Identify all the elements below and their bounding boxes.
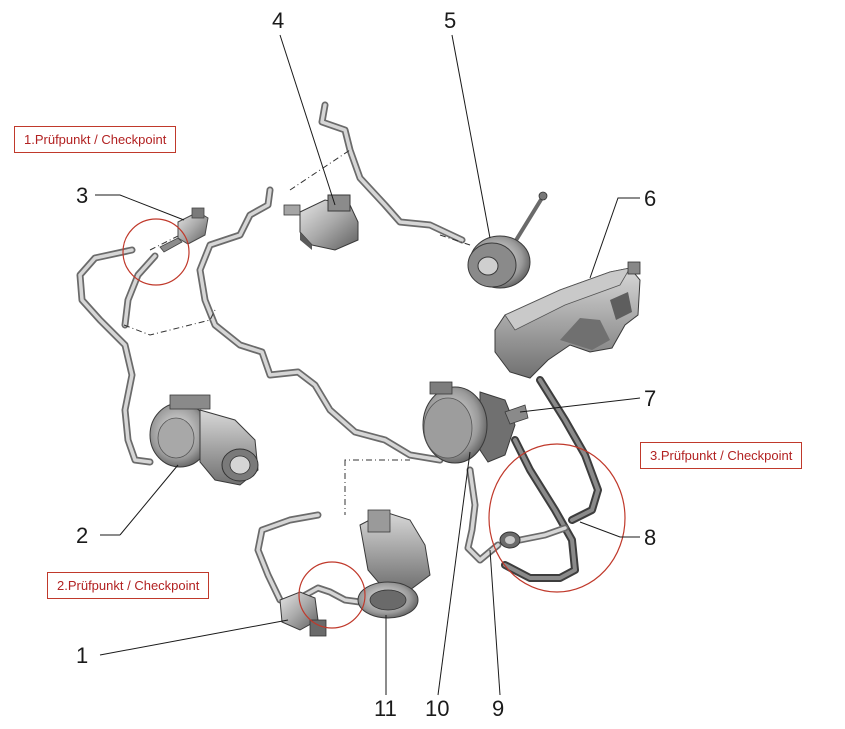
main-hose <box>196 186 444 464</box>
callout-2: 2 <box>76 523 89 548</box>
checkpoint-circle-1 <box>122 218 190 286</box>
leader-8 <box>579 521 640 538</box>
leader-7 <box>519 397 641 413</box>
vacuum-hoses <box>76 101 602 606</box>
part-8-fitting <box>499 531 521 549</box>
hose-3-to-2 <box>76 246 159 466</box>
part-10-pump <box>422 381 529 464</box>
part-5-vacuum-unit <box>467 191 548 289</box>
leader-4 <box>279 34 336 206</box>
hose-10-to-9 <box>464 466 502 564</box>
leader-lines <box>95 34 641 696</box>
leader-1 <box>99 619 289 656</box>
hose-4-to-5 <box>318 101 466 244</box>
callout-10: 10 <box>425 696 450 721</box>
callout-3: 3 <box>76 183 89 208</box>
part-2-valve <box>149 394 259 486</box>
checkpoint-label-2: 2.Prüfpunkt / Checkpoint <box>47 572 210 599</box>
callout-11: 11 <box>374 696 397 721</box>
checkpoint-label-3: 3.Prüfpunkt / Checkpoint <box>640 442 803 469</box>
part-3-sensor <box>159 207 209 253</box>
part-11-throttle-body <box>357 509 431 619</box>
checkpoint-circles <box>122 218 626 629</box>
leader-3 <box>95 194 185 221</box>
part-6-control-unit <box>494 261 641 379</box>
callout-7: 7 <box>644 386 657 411</box>
callout-8: 8 <box>644 525 657 550</box>
leader-10 <box>437 451 471 696</box>
callout-1: 1 <box>76 643 89 668</box>
hose-to-1 <box>254 511 364 606</box>
leader-2b <box>119 464 179 536</box>
leader-9 <box>489 549 501 696</box>
callout-9: 9 <box>492 696 505 721</box>
checkpoint-circle-3 <box>488 443 626 593</box>
callout-6: 6 <box>644 186 657 211</box>
part-4-actuator <box>283 194 359 251</box>
leader-6 <box>589 197 640 279</box>
hose-to-6 <box>501 376 602 582</box>
part-1-sensor <box>279 591 327 637</box>
leader-5 <box>451 34 491 239</box>
callout-4: 4 <box>272 8 285 33</box>
callout-5: 5 <box>444 8 457 33</box>
checkpoint-circle-2 <box>298 561 366 629</box>
checkpoint-label-1: 1.Prüfpunkt / Checkpoint <box>14 126 177 153</box>
dashdot-lines <box>123 149 471 515</box>
